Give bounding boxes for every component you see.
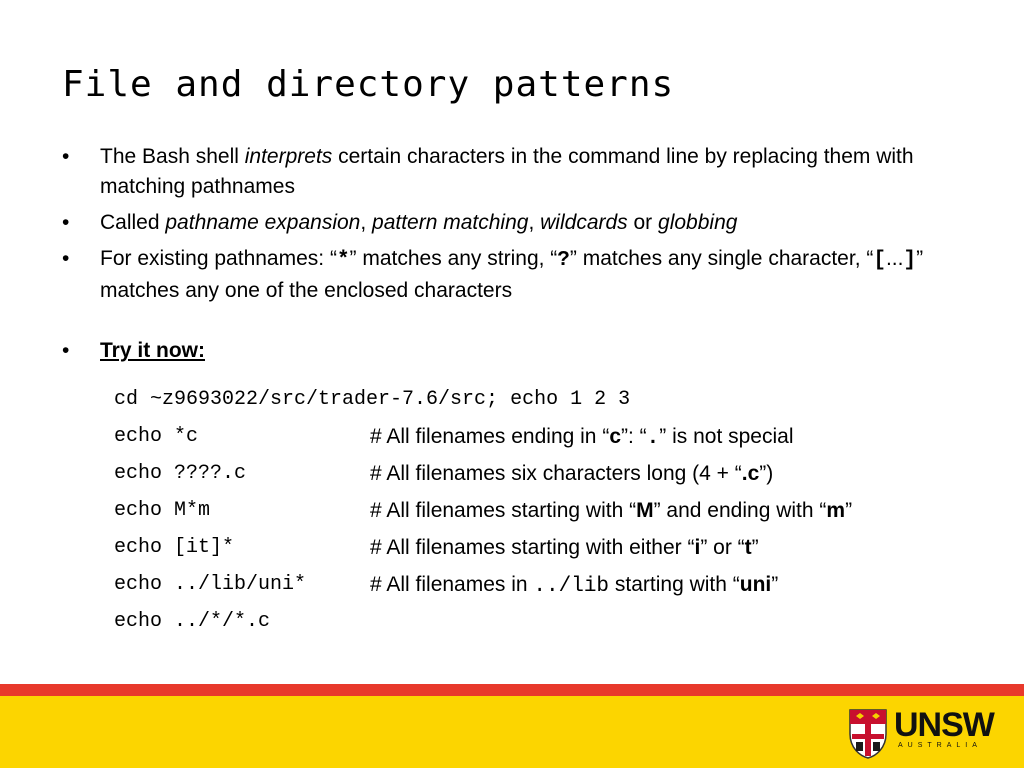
code-glyph: ] [903, 249, 917, 272]
command-text: echo ../*/*.c [114, 610, 271, 633]
code-glyph: [ [873, 249, 886, 272]
command-row: echo *c # All filenames ending in “c”: “… [114, 421, 994, 458]
bullet-item: • The Bash shell interprets certain char… [62, 142, 962, 202]
footer-red-stripe [0, 684, 1024, 696]
command-list: cd ~z9693022/src/trader-7.6/src; echo 1 … [114, 384, 994, 643]
command-text: echo ../lib/uni* [114, 573, 307, 596]
emphasis: pattern matching [372, 211, 529, 234]
command-comment: # All filenames ending in “c”: “.” is no… [370, 425, 794, 450]
command-row: echo [it]* # All filenames starting with… [114, 532, 994, 569]
command-comment: # All filenames six characters long (4 +… [370, 462, 774, 485]
bullet-item: • Called pathname expansion, pattern mat… [62, 208, 962, 238]
logo-wordmark: UNSW [894, 706, 995, 744]
bullet-dot: • [62, 145, 70, 168]
command-row: echo M*m # All filenames starting with “… [114, 495, 994, 532]
command-text: cd ~z9693022/src/trader-7.6/src; echo 1 … [114, 388, 631, 411]
emphasis: pathname expansion [165, 211, 361, 234]
logo-subtitle: AUSTRALIA [898, 742, 982, 749]
command-text: echo ????.c [114, 462, 247, 485]
try-it-label: Try it now: [100, 339, 205, 362]
command-row: echo ../*/*.c [114, 606, 994, 643]
bullet-dot: • [62, 211, 70, 234]
command-row: echo ????.c # All filenames six characte… [114, 458, 994, 495]
bullet-dot: • [62, 339, 70, 362]
code-glyph: ? [557, 249, 570, 272]
emphasis: wildcards [540, 211, 628, 234]
command-row: echo ../lib/uni* # All filenames in ../l… [114, 569, 994, 606]
emphasis: interprets [244, 145, 333, 168]
command-comment: # All filenames starting with “M” and en… [370, 499, 853, 522]
bullet-dot: • [62, 247, 70, 270]
crest-icon [849, 709, 887, 759]
emphasis: globbing [658, 211, 738, 234]
bullet-item: • For existing pathnames: “*” matches an… [62, 244, 962, 306]
command-comment: # All filenames starting with either “i”… [370, 536, 759, 559]
command-text: echo [it]* [114, 536, 235, 559]
code-glyph: * [336, 249, 350, 272]
bullet-item: • Try it now: [62, 336, 962, 366]
command-text: echo *c [114, 425, 199, 448]
command-row: cd ~z9693022/src/trader-7.6/src; echo 1 … [114, 384, 994, 421]
bullet-list: • The Bash shell interprets certain char… [62, 142, 962, 372]
command-text: echo M*m [114, 499, 211, 522]
command-comment: # All filenames in ../lib starting with … [370, 573, 779, 598]
unsw-logo: UNSW AUSTRALIA [848, 706, 998, 762]
slide-title: File and directory patterns [62, 64, 675, 105]
